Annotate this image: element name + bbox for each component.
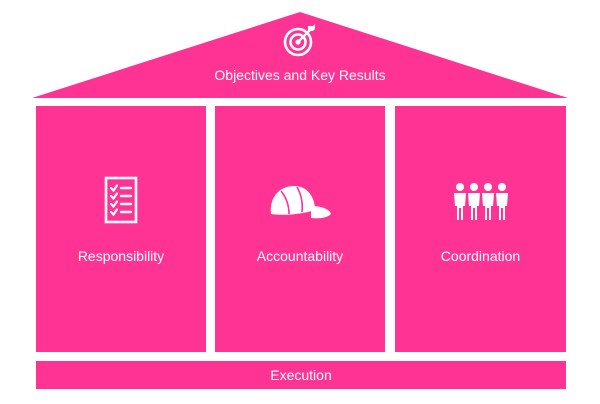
base-label: Execution [270, 367, 332, 383]
roof-title: Objectives and Key Results [214, 67, 386, 83]
pillar-coordination: Coordination [395, 106, 566, 352]
pillar-label-coordination: Coordination [440, 248, 521, 264]
pillar-label-responsibility: Responsibility [77, 248, 165, 264]
checklist-icon [104, 176, 138, 224]
pillar-accountability: Accountability [215, 106, 385, 352]
pillar-responsibility: Responsibility [36, 106, 206, 352]
base-execution: Execution [36, 361, 566, 389]
people-group-icon [453, 183, 508, 220]
pillar-label-accountability: Accountability [256, 248, 344, 264]
cap-icon [270, 186, 331, 219]
target-arrow-icon [283, 24, 315, 57]
